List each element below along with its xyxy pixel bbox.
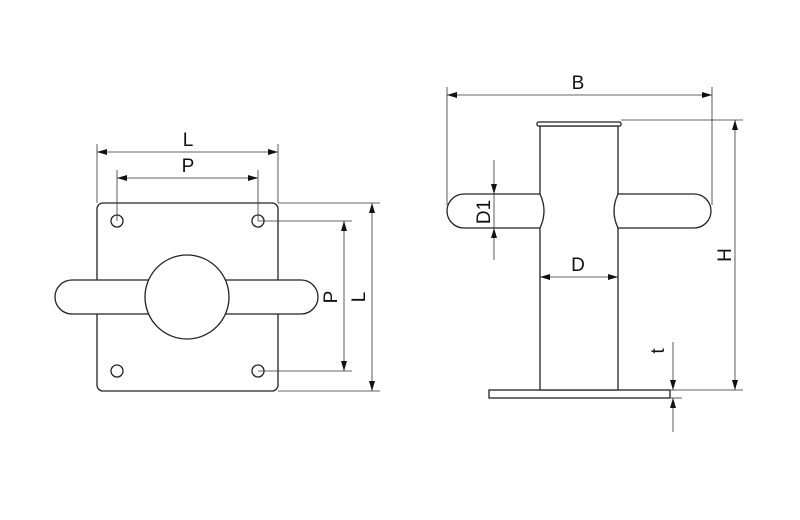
left-arm	[446, 193, 545, 229]
dim-label-L-side: L	[349, 292, 370, 303]
dim-label-P-side: P	[321, 291, 342, 304]
dim-label-D: D	[571, 255, 585, 276]
post	[539, 125, 619, 391]
post-top	[144, 254, 230, 340]
side-view: B D1 D H t	[446, 73, 743, 432]
dim-label-D1: D1	[474, 200, 495, 224]
dim-label-t: t	[648, 348, 669, 354]
top-view: L P P L	[54, 130, 380, 392]
base-plate-side	[488, 389, 671, 399]
dim-label-H: H	[715, 248, 736, 262]
right-arm	[613, 193, 712, 229]
dim-label-L-top: L	[183, 130, 194, 151]
dim-label-P-top: P	[182, 156, 195, 177]
dim-label-B: B	[572, 73, 585, 94]
post-cap	[536, 121, 622, 127]
hole	[110, 364, 124, 378]
